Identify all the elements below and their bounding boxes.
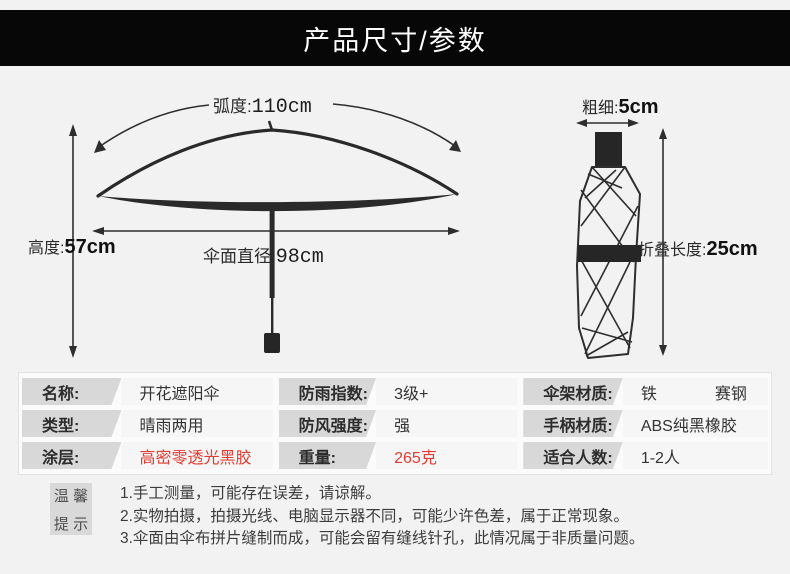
thickness-dimension-label: 粗细:5cm <box>582 94 658 119</box>
umbrella-shaft-thin <box>271 296 274 334</box>
umbrella-line-art <box>69 103 667 359</box>
height-label-text: 高度: <box>28 240 65 257</box>
diameter-label-text: 伞面直径: <box>203 247 276 266</box>
folded-umbrella <box>576 119 667 359</box>
diameter-value: 98cm <box>275 246 324 269</box>
page-title: 产品尺寸/参数 <box>303 25 487 56</box>
spec-label-wind-strength: 防风强度: <box>279 410 377 437</box>
warm-tips-list: 1.手工测量，可能存在误差，请谅解。 2.实物拍摄，拍摄光线、电脑显示器不同，可… <box>120 483 644 551</box>
umbrella-shaft-thick <box>269 206 275 298</box>
folded-length-dimension-label: 折叠长度:25cm <box>638 236 758 261</box>
frame-material-value-2: 赛钢 <box>714 385 747 403</box>
folded-length-label-text: 折叠长度: <box>638 242 707 259</box>
tip-item-3: 3.伞面由伞布拼片缝制而成，可能会留有缝线针孔，此情况属于非质量问题。 <box>120 530 645 547</box>
spec-label-handle-material: 手柄材质: <box>523 410 622 437</box>
spec-label-name: 名称: <box>22 378 121 405</box>
canopy-ferrule <box>267 120 274 131</box>
arc-arrow <box>98 103 456 148</box>
spec-label-weight: 重量: <box>279 442 377 469</box>
table-row: 名称: 开花遮阳伞 防雨指数: 3级+ 伞架材质: 铁 赛钢 <box>22 378 768 405</box>
warm-tips-section: 温 馨 提 示 1.手工测量，可能存在误差，请谅解。 2.实物拍摄，拍摄光线、电… <box>50 483 644 551</box>
arc-label-text: 弧度: <box>213 97 252 116</box>
arc-dimension-label: 弧度:110cm <box>213 92 312 119</box>
spec-label-coating: 涂层: <box>22 442 121 469</box>
diameter-arrowheads <box>92 227 460 235</box>
spec-label-rain-index: 防雨指数: <box>279 378 377 405</box>
height-value: 57cm <box>64 236 116 258</box>
tip-item-2: 2.实物拍摄，拍摄光线、电脑显示器不同，可能少许色差，属于正常现象。 <box>120 507 629 525</box>
spec-label-frame-material: 伞架材质: <box>523 378 622 405</box>
folded-handle <box>595 132 622 167</box>
arc-value: 110cm <box>251 96 312 119</box>
spec-value-frame-material: 铁 赛钢 <box>622 378 768 405</box>
folded-strap-band <box>578 245 641 262</box>
table-row: 涂层: 高密零透光黑胶 重量: 265克 适合人数: 1-2人 <box>22 442 768 469</box>
spec-value-rain-index: 3级+ <box>376 378 518 405</box>
frame-material-value: 铁 <box>640 385 657 403</box>
diameter-dimension-label: 伞面直径:98cm <box>203 242 324 269</box>
spec-value-coating: 高密零透光黑胶 <box>121 442 273 469</box>
tip-item-1: 1.手工测量，可能存在误差，请谅解。 <box>120 485 381 502</box>
spec-label-type: 类型: <box>22 410 121 437</box>
arc-arrowheads <box>94 140 461 153</box>
spec-value-name: 开花遮阳伞 <box>121 378 273 405</box>
canopy-top-edge <box>96 128 459 198</box>
spec-value-type: 晴雨两用 <box>121 410 273 437</box>
spec-value-wind-strength: 强 <box>376 410 518 437</box>
warm-tips-badge: 温 馨 提 示 <box>50 483 92 535</box>
thickness-value: 5cm <box>618 96 659 118</box>
spec-table: 名称: 开花遮阳伞 防雨指数: 3级+ 伞架材质: 铁 赛钢 类型: 晴雨两用 … <box>18 372 772 475</box>
warm-tips-badge-line1: 温 馨 <box>53 487 89 505</box>
table-row: 类型: 晴雨两用 防风强度: 强 手柄材质: ABS纯黑橡胶 <box>22 410 768 437</box>
spec-value-handle-material: ABS纯黑橡胶 <box>622 410 768 437</box>
height-dimension-label: 高度:57cm <box>28 234 116 259</box>
warm-tips-badge-line2: 提 示 <box>53 515 89 533</box>
spec-value-suitable-people: 1-2人 <box>622 442 768 469</box>
canopy-underside <box>98 194 457 212</box>
umbrella-handle <box>264 333 280 353</box>
dimension-diagram: 弧度:110cm 高度:57cm 伞面直径:98cm 粗细:5cm 折叠长度:2… <box>0 66 790 372</box>
height-arrowheads <box>69 124 77 358</box>
spec-label-suitable-people: 适合人数: <box>523 442 622 469</box>
spec-value-weight: 265克 <box>376 442 518 469</box>
folded-length-value: 25cm <box>706 238 758 260</box>
page-title-banner: 产品尺寸/参数 <box>0 10 790 66</box>
thickness-label-text: 粗细: <box>582 100 619 117</box>
